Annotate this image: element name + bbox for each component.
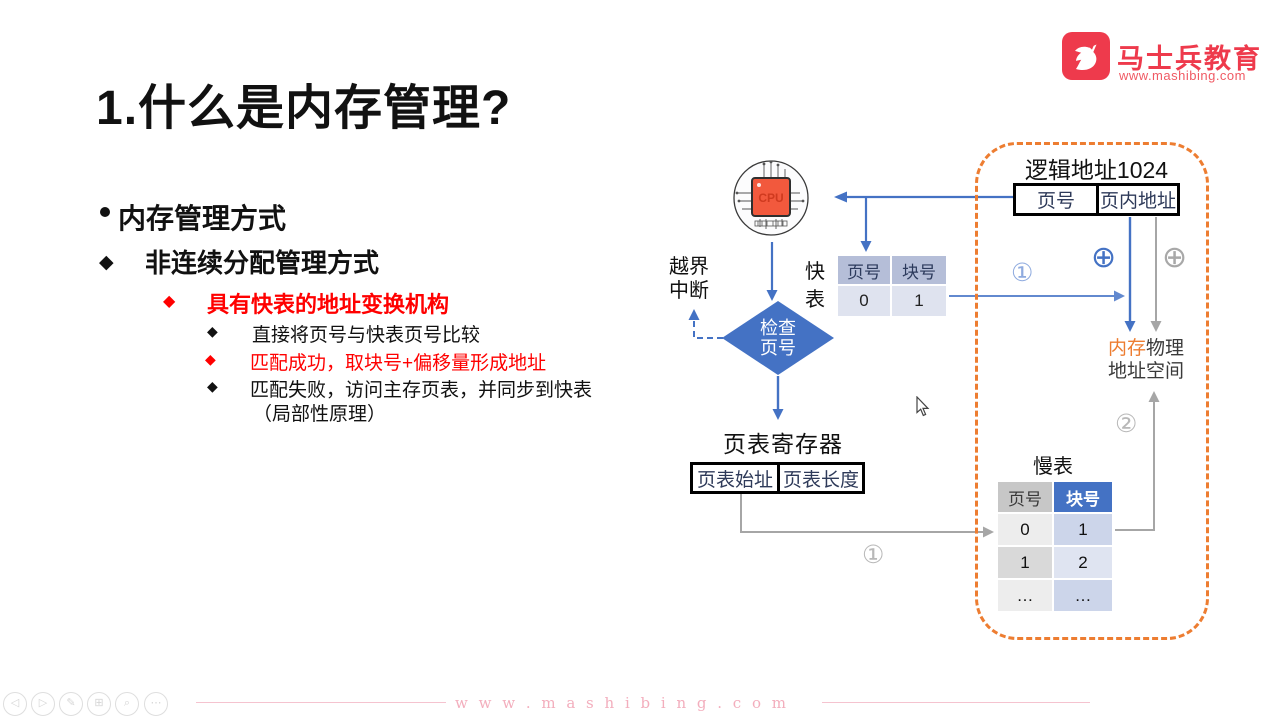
player-pen-icon[interactable]: ✎ xyxy=(59,692,83,716)
bullet-level3: 具有快表的地址变换机构 xyxy=(207,292,450,317)
player-more-icon[interactable]: ⋯ xyxy=(144,692,168,716)
slow-data-cell: 1 xyxy=(1054,514,1112,545)
slow-data-cell: 1 xyxy=(998,547,1052,578)
bullet-level1: 内存管理方式 xyxy=(118,203,287,234)
page-table-register-label: 页表寄存器 xyxy=(723,431,843,457)
check-page-diamond xyxy=(722,301,834,375)
xor-icon: ⊕ xyxy=(1091,241,1117,274)
arrowhead-down-icon xyxy=(766,290,778,301)
mouse-cursor-icon xyxy=(916,396,930,417)
slow-header-cell: 页号 xyxy=(998,482,1052,512)
tlb-label: 快 表 xyxy=(805,261,825,311)
arrowhead-up-icon xyxy=(1148,391,1160,402)
tlb-data-cell: 1 xyxy=(892,286,946,316)
watermark-line xyxy=(822,702,1090,703)
step2-badge: ② xyxy=(1115,410,1138,438)
arrowhead-up-icon xyxy=(688,309,700,320)
brand-url: www.mashibing.com xyxy=(1119,68,1246,83)
register-cell: 页表长度 xyxy=(777,465,862,491)
tlb-header-cell: 页号 xyxy=(838,256,890,284)
arrowhead-down-icon xyxy=(1124,321,1136,332)
cpu-icon: CPU xyxy=(733,160,809,236)
slow-data-cell: 0 xyxy=(998,514,1052,545)
diamond-bullet-icon: ◆ xyxy=(207,323,218,339)
player-prev-icon[interactable]: ◁ xyxy=(3,692,27,716)
diamond-bullet-icon: ◆ xyxy=(207,378,218,394)
slow-data-cell: 2 xyxy=(1054,547,1112,578)
page-title: 1.什么是内存管理? xyxy=(96,82,512,135)
bullet-level4a: 直接将页号与快表页号比较 xyxy=(252,325,481,346)
step1-badge: ① xyxy=(1011,259,1034,287)
slow-table-label: 慢表 xyxy=(1033,456,1073,478)
diamond-bullet-icon: ◆ xyxy=(205,351,216,367)
arrowhead-right-icon xyxy=(983,526,994,538)
brand-name: 马士兵教育 xyxy=(1117,44,1262,74)
arrowhead-left-icon xyxy=(834,191,847,203)
watermark-text: w w w . m a s h i b i n g . c o m xyxy=(455,694,789,712)
check-page-label: 检查 页号 xyxy=(760,318,796,358)
address-translation-region xyxy=(975,142,1209,640)
arrowhead-down-icon xyxy=(772,409,784,420)
slow-data-cell: … xyxy=(1054,580,1112,611)
logical-address-cell: 页号 xyxy=(1036,191,1075,212)
slow-data-cell: … xyxy=(998,580,1052,611)
logical-address-cell: 页内地址 xyxy=(1096,186,1177,213)
arrowhead-down-icon xyxy=(860,241,872,252)
bullet-level4c-line2: （局部性原理） xyxy=(253,404,387,425)
diamond-bullet-icon: ◆ xyxy=(99,252,114,273)
logical-address-box: 页号 页内地址 xyxy=(1013,183,1180,216)
page-table-register-box: 页表始址 页表长度 xyxy=(690,462,865,494)
tlb-table: 页号 块号 0 1 xyxy=(838,256,946,316)
arrow-register-to-slowtable xyxy=(740,494,985,533)
brand-logo-horse-icon xyxy=(1062,32,1110,80)
diamond-bullet-icon: ◆ xyxy=(163,293,176,310)
step1-badge: ① xyxy=(862,541,885,569)
arrowhead-down-icon xyxy=(1150,321,1162,332)
logical-address-title: 逻辑地址1024 xyxy=(1024,157,1169,183)
xor-icon: ⊕ xyxy=(1162,241,1188,274)
player-zoom-icon[interactable]: ⌕ xyxy=(115,692,139,716)
watermark-line xyxy=(196,702,446,703)
player-next-icon[interactable]: ▷ xyxy=(31,692,55,716)
tlb-header-cell: 块号 xyxy=(892,256,946,284)
out-of-bounds-label: 越界 中断 xyxy=(669,256,709,302)
bullet-level2: 非连续分配管理方式 xyxy=(145,248,380,278)
cpu-label: CPU xyxy=(758,191,783,205)
bullet-level4c: 匹配失败，访问主存页表，并同步到快表 xyxy=(250,380,593,401)
bullet-dot xyxy=(100,207,110,217)
slow-table: 页号 块号 0 1 1 2 … … xyxy=(998,482,1112,611)
slow-header-cell: 块号 xyxy=(1054,482,1112,512)
dashed-arrow-interrupt xyxy=(693,316,723,339)
arrow-slowtable-to-memory xyxy=(1115,400,1155,531)
memory-space-label: 内存物理 地址空间 xyxy=(1107,338,1185,382)
register-cell: 页表始址 xyxy=(696,469,773,491)
arrowhead-right-icon xyxy=(1114,290,1125,302)
player-slides-icon[interactable]: ⊞ xyxy=(87,692,111,716)
tlb-data-cell: 0 xyxy=(838,286,890,316)
bullet-level4b: 匹配成功，取块号+偏移量形成地址 xyxy=(250,353,547,374)
